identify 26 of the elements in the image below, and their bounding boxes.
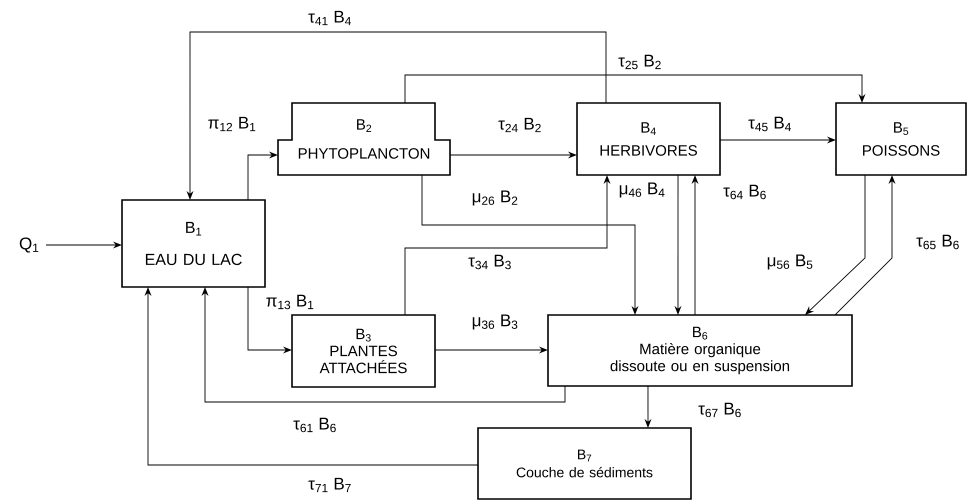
arrow [805,174,866,315]
compartment-box: B$_{1}$ EAU DU LAC [121,199,266,288]
compartment-box: B$_{4}$ HERBIVORES [576,102,721,176]
compartment-box: B$_{2}$ PHYTOPLANCTON [277,102,451,176]
edge-label: τ$_{65}$ B$_{6}$ [915,234,961,250]
compartment-box: B$_{6}$ Matière organique dissoute ou en suspension [547,314,853,387]
edge-label: μ$_{26}$ B$_{2}$ [470,190,520,206]
edge-label: τ$_{24}$ B$_{2}$ [497,116,543,134]
edge-label: τ$_{25}$ B$_{2}$ [617,54,663,70]
edge-label: τ$_{45}$ B$_{4}$ [747,116,793,132]
edge-label: τ$_{41}$ B$_{4}$ [307,10,353,26]
edge-label: μ$_{36}$ B$_{3}$ [470,314,520,330]
source-label: Q$_{1}$ [20,237,38,253]
compartment-box: B$_{3}$ PLANTES ATTACHÉES [291,314,436,388]
compartment-box: B$_{5}$ POISSONS [835,102,967,176]
compartment-box: B$_{7}$ Couche de sédiments [477,427,692,500]
edge-label: τ$_{71}$ B$_{7}$ [307,476,353,494]
edge-label: π$_{13}$ B$_{1}$ [264,294,316,310]
edge-label: π$_{12}$ B$_{1}$ [206,116,258,132]
arrow [404,74,866,104]
edge-label: τ$_{61}$ B$_{6}$ [292,416,338,434]
edge-label: μ$_{46}$ B$_{4}$ [618,182,666,198]
edge-label: τ$_{34}$ B$_{3}$ [467,254,513,270]
edge-label: τ$_{67}$ B$_{6}$ [697,402,743,418]
edge-label: μ$_{56}$ B$_{5}$ [766,254,814,270]
edge-label: τ$_{64}$ B$_{6}$ [722,184,768,200]
